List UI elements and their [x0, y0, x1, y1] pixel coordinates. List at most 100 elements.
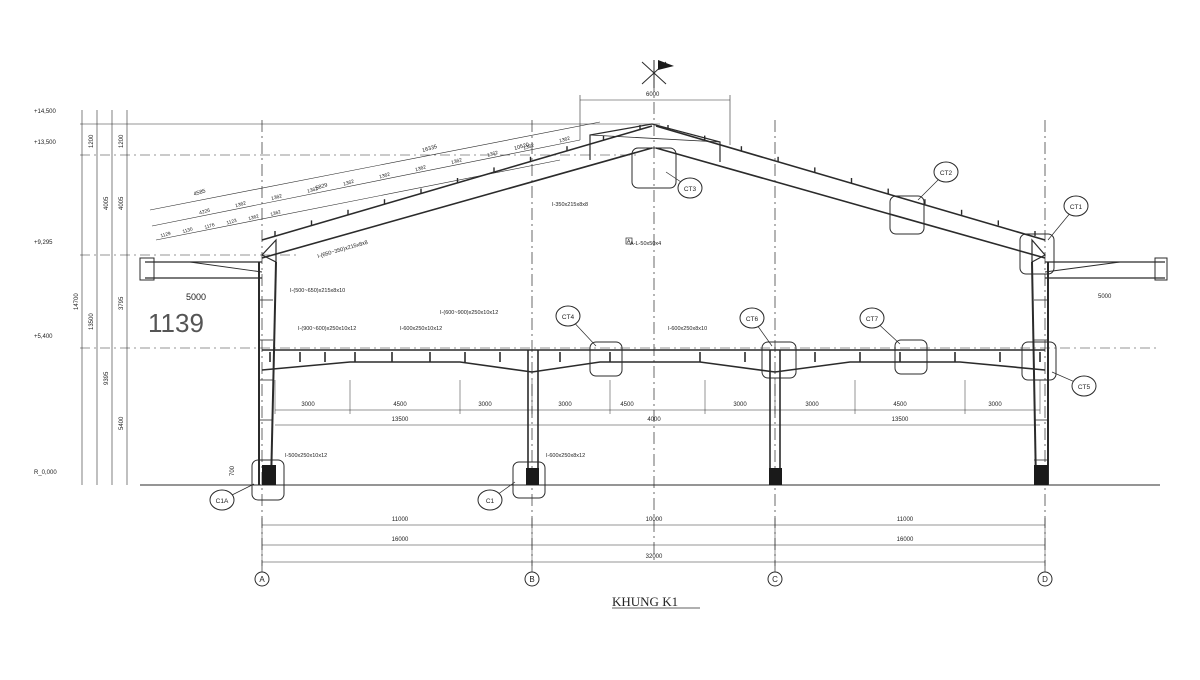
- roof-dim-text: 1362: [415, 164, 428, 173]
- callout-label: CT2: [940, 170, 953, 177]
- bottom-total-text: 32000: [646, 554, 663, 560]
- roof-dim-text: 4585: [193, 188, 206, 197]
- detail-box-c1: [512, 461, 546, 499]
- rafter-right-top: [655, 125, 1046, 241]
- callout-label: C1A: [216, 498, 229, 505]
- left-dim-text: 13500: [89, 313, 95, 330]
- left-dim-text: 9395: [104, 371, 110, 385]
- footing-c: [769, 468, 782, 485]
- beam-label-mez2: I-600x250x10x12: [400, 326, 442, 332]
- rafter-right-bottom: [655, 147, 1046, 259]
- rafter-left-bottom: [261, 147, 653, 259]
- detail-box-ct3: [631, 147, 677, 189]
- canopy-dim-right: 5000: [1098, 294, 1112, 300]
- detail-box-ct1: [1019, 233, 1055, 275]
- haunch-right: [1031, 238, 1046, 264]
- roof-dim-text: 10520: [514, 142, 530, 152]
- bottom-dim-text: 11000: [392, 517, 409, 523]
- handwritten-annotation: 1139: [148, 308, 204, 338]
- haunch-left: [261, 238, 277, 263]
- roof-dim-text: 1362: [487, 150, 500, 159]
- bottom-dim-text: 16000: [897, 537, 914, 543]
- callout-label: CT6: [746, 316, 759, 323]
- purlins: [274, 125, 1036, 236]
- roof-dim-line-2: [151, 139, 581, 227]
- bottom-dim-text: 16000: [392, 537, 409, 543]
- mezzanine-dim-text: 3000: [988, 402, 1002, 408]
- roof-dim-text: 1362: [248, 213, 260, 222]
- grid-bubble: [767, 571, 783, 587]
- left-dim-text: 1200: [119, 134, 125, 148]
- mezzanine-dim-text: 3000: [478, 402, 492, 408]
- mezzanine-dim-text: 3000: [733, 402, 747, 408]
- callout-label: CT4: [562, 314, 575, 321]
- callout-label: CT5: [1078, 384, 1091, 391]
- left-dim-text: 1200: [89, 134, 95, 148]
- roof-dim-text: 1176: [204, 222, 216, 231]
- callout-bubble: [1063, 195, 1089, 217]
- beam-label-ridge: I-350x215x8x8: [552, 202, 588, 208]
- mezzanine-dim-text: 4500: [893, 402, 907, 408]
- section-marker-label: A: [627, 239, 631, 245]
- roof-dim-text: 1129: [160, 231, 172, 240]
- ridge-vent-chord: [589, 134, 721, 143]
- roof-dim-text: 1362: [271, 193, 284, 202]
- elevation-label: +13,500: [34, 140, 57, 146]
- roof-dim-text: 1362: [307, 186, 320, 195]
- left-dim-text: 4005: [119, 196, 125, 210]
- beam-label-roof-left: I-(650~350)x215x8x8: [317, 240, 369, 260]
- left-dim-text: 3795: [119, 296, 125, 310]
- mezzanine-dim-text: 4500: [620, 402, 634, 408]
- beam-label-col-b: I-600x250x8x12: [546, 453, 585, 459]
- canopy-right-edge: [1154, 257, 1168, 281]
- left-dim-text: 14700: [74, 293, 80, 310]
- left-dim-text: 5400: [119, 416, 125, 430]
- mezzanine-dim-text: 4500: [393, 402, 407, 408]
- callout-bubble: [933, 161, 959, 183]
- callout-bubble: [555, 305, 581, 327]
- grid-bubble-label: C: [772, 575, 778, 584]
- roof-dim-text: 1362: [451, 157, 464, 166]
- elevation-label: +14,500: [34, 109, 57, 115]
- bottom-dim-text: 10000: [646, 517, 663, 523]
- beam-label-brace: A-L-50x50x4: [630, 241, 661, 247]
- mezzanine-total-text: 4000: [647, 417, 661, 423]
- callout-bubble: [859, 307, 885, 329]
- canopy-left-strut: [189, 261, 263, 273]
- canopy-right-strut: [1044, 261, 1121, 273]
- elevation-label: R_0,000: [34, 470, 57, 476]
- beam-label-mez1: I-(900~600)x250x10x12: [298, 326, 356, 332]
- beam-label-mez3: I-600x250x8x10: [668, 326, 707, 332]
- callout-label: CT7: [866, 316, 879, 323]
- callout-bubble: [1071, 375, 1097, 397]
- callout-label: CT1: [1070, 204, 1083, 211]
- grid-bubble-label: D: [1042, 575, 1048, 584]
- detail-box-ct2: [889, 195, 925, 235]
- footing-d: [1034, 465, 1048, 485]
- roof-dim-text: 4226: [199, 208, 212, 217]
- mezzanine-total-text: 13500: [892, 417, 909, 423]
- grid-bubble: [1037, 571, 1053, 587]
- roof-dim-text: 1362: [523, 143, 536, 152]
- bottom-dim-text: 11000: [897, 517, 914, 523]
- roof-dim-text: 1362: [235, 200, 248, 209]
- footing-b: [526, 468, 539, 485]
- grid-bubble: [254, 571, 270, 587]
- roof-dim-text: 1362: [270, 209, 282, 218]
- roof-dim-text: 1362: [379, 172, 392, 181]
- mezzanine-dim-text: 3000: [805, 402, 819, 408]
- ridge-vent: [589, 123, 721, 162]
- roof-dim-text: 16335: [422, 144, 438, 154]
- left-dim-text: 4005: [104, 196, 110, 210]
- mezzanine-bottom-chord: [261, 361, 1046, 373]
- mezzanine-dim-text: 3000: [558, 402, 572, 408]
- elevation-label: +5,400: [34, 334, 53, 340]
- section-marker-box: [625, 237, 633, 245]
- callout-label: C1: [486, 498, 495, 505]
- callout-label: CT3: [684, 186, 697, 193]
